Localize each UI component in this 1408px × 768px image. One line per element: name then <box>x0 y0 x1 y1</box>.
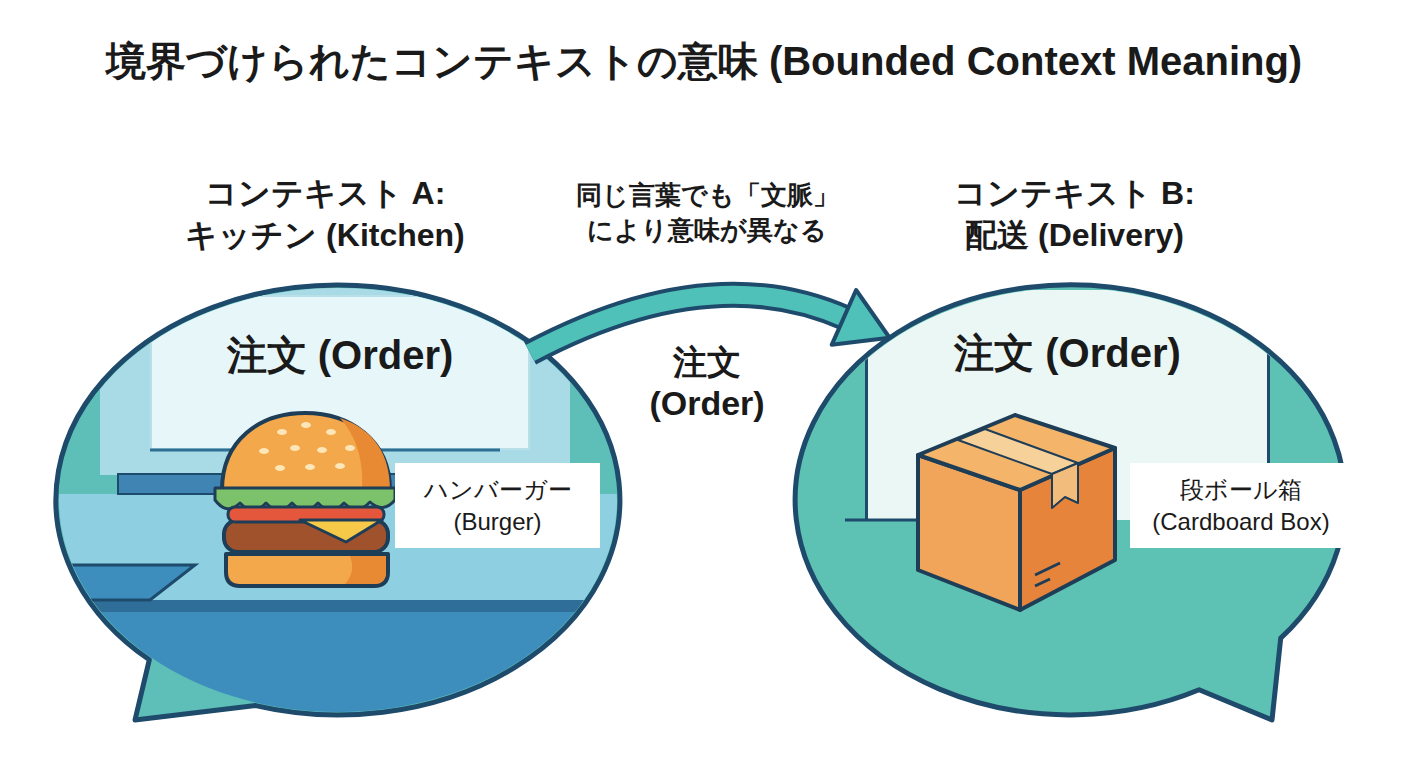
item-text: 段ボール箱 (Cardboard Box) <box>1138 474 1344 536</box>
item-tag: 段ボール箱 (Cardboard Box) <box>1130 463 1352 548</box>
diagram-title: 境界づけられたコンテキストの意味 (Bounded Context Meanin… <box>0 34 1408 89</box>
arrow-head <box>832 290 890 345</box>
edge-label: 注文 (Order) <box>632 342 782 424</box>
item-text: ハンバーガー (Burger) <box>408 474 588 536</box>
order-term: 注文 (Order) <box>868 290 1267 381</box>
context-heading: コンテキスト A: キッチン (Kitchen) <box>160 173 490 256</box>
context-note: 同じ言葉でも「文脈」 により意味が異なる <box>557 178 857 248</box>
item-tag: ハンバーガー (Burger) <box>395 463 600 548</box>
kitchen-window <box>100 280 570 475</box>
order-panel: 注文 (Order) <box>150 295 530 450</box>
bubble-shape <box>795 285 1345 720</box>
context-heading: コンテキスト B: 配送 (Delivery) <box>942 173 1207 256</box>
arrow-heads <box>832 290 890 345</box>
context-bubble: コンテキスト B: 配送 (Delivery)注文 (Order)段ボール箱 (… <box>795 285 1345 725</box>
